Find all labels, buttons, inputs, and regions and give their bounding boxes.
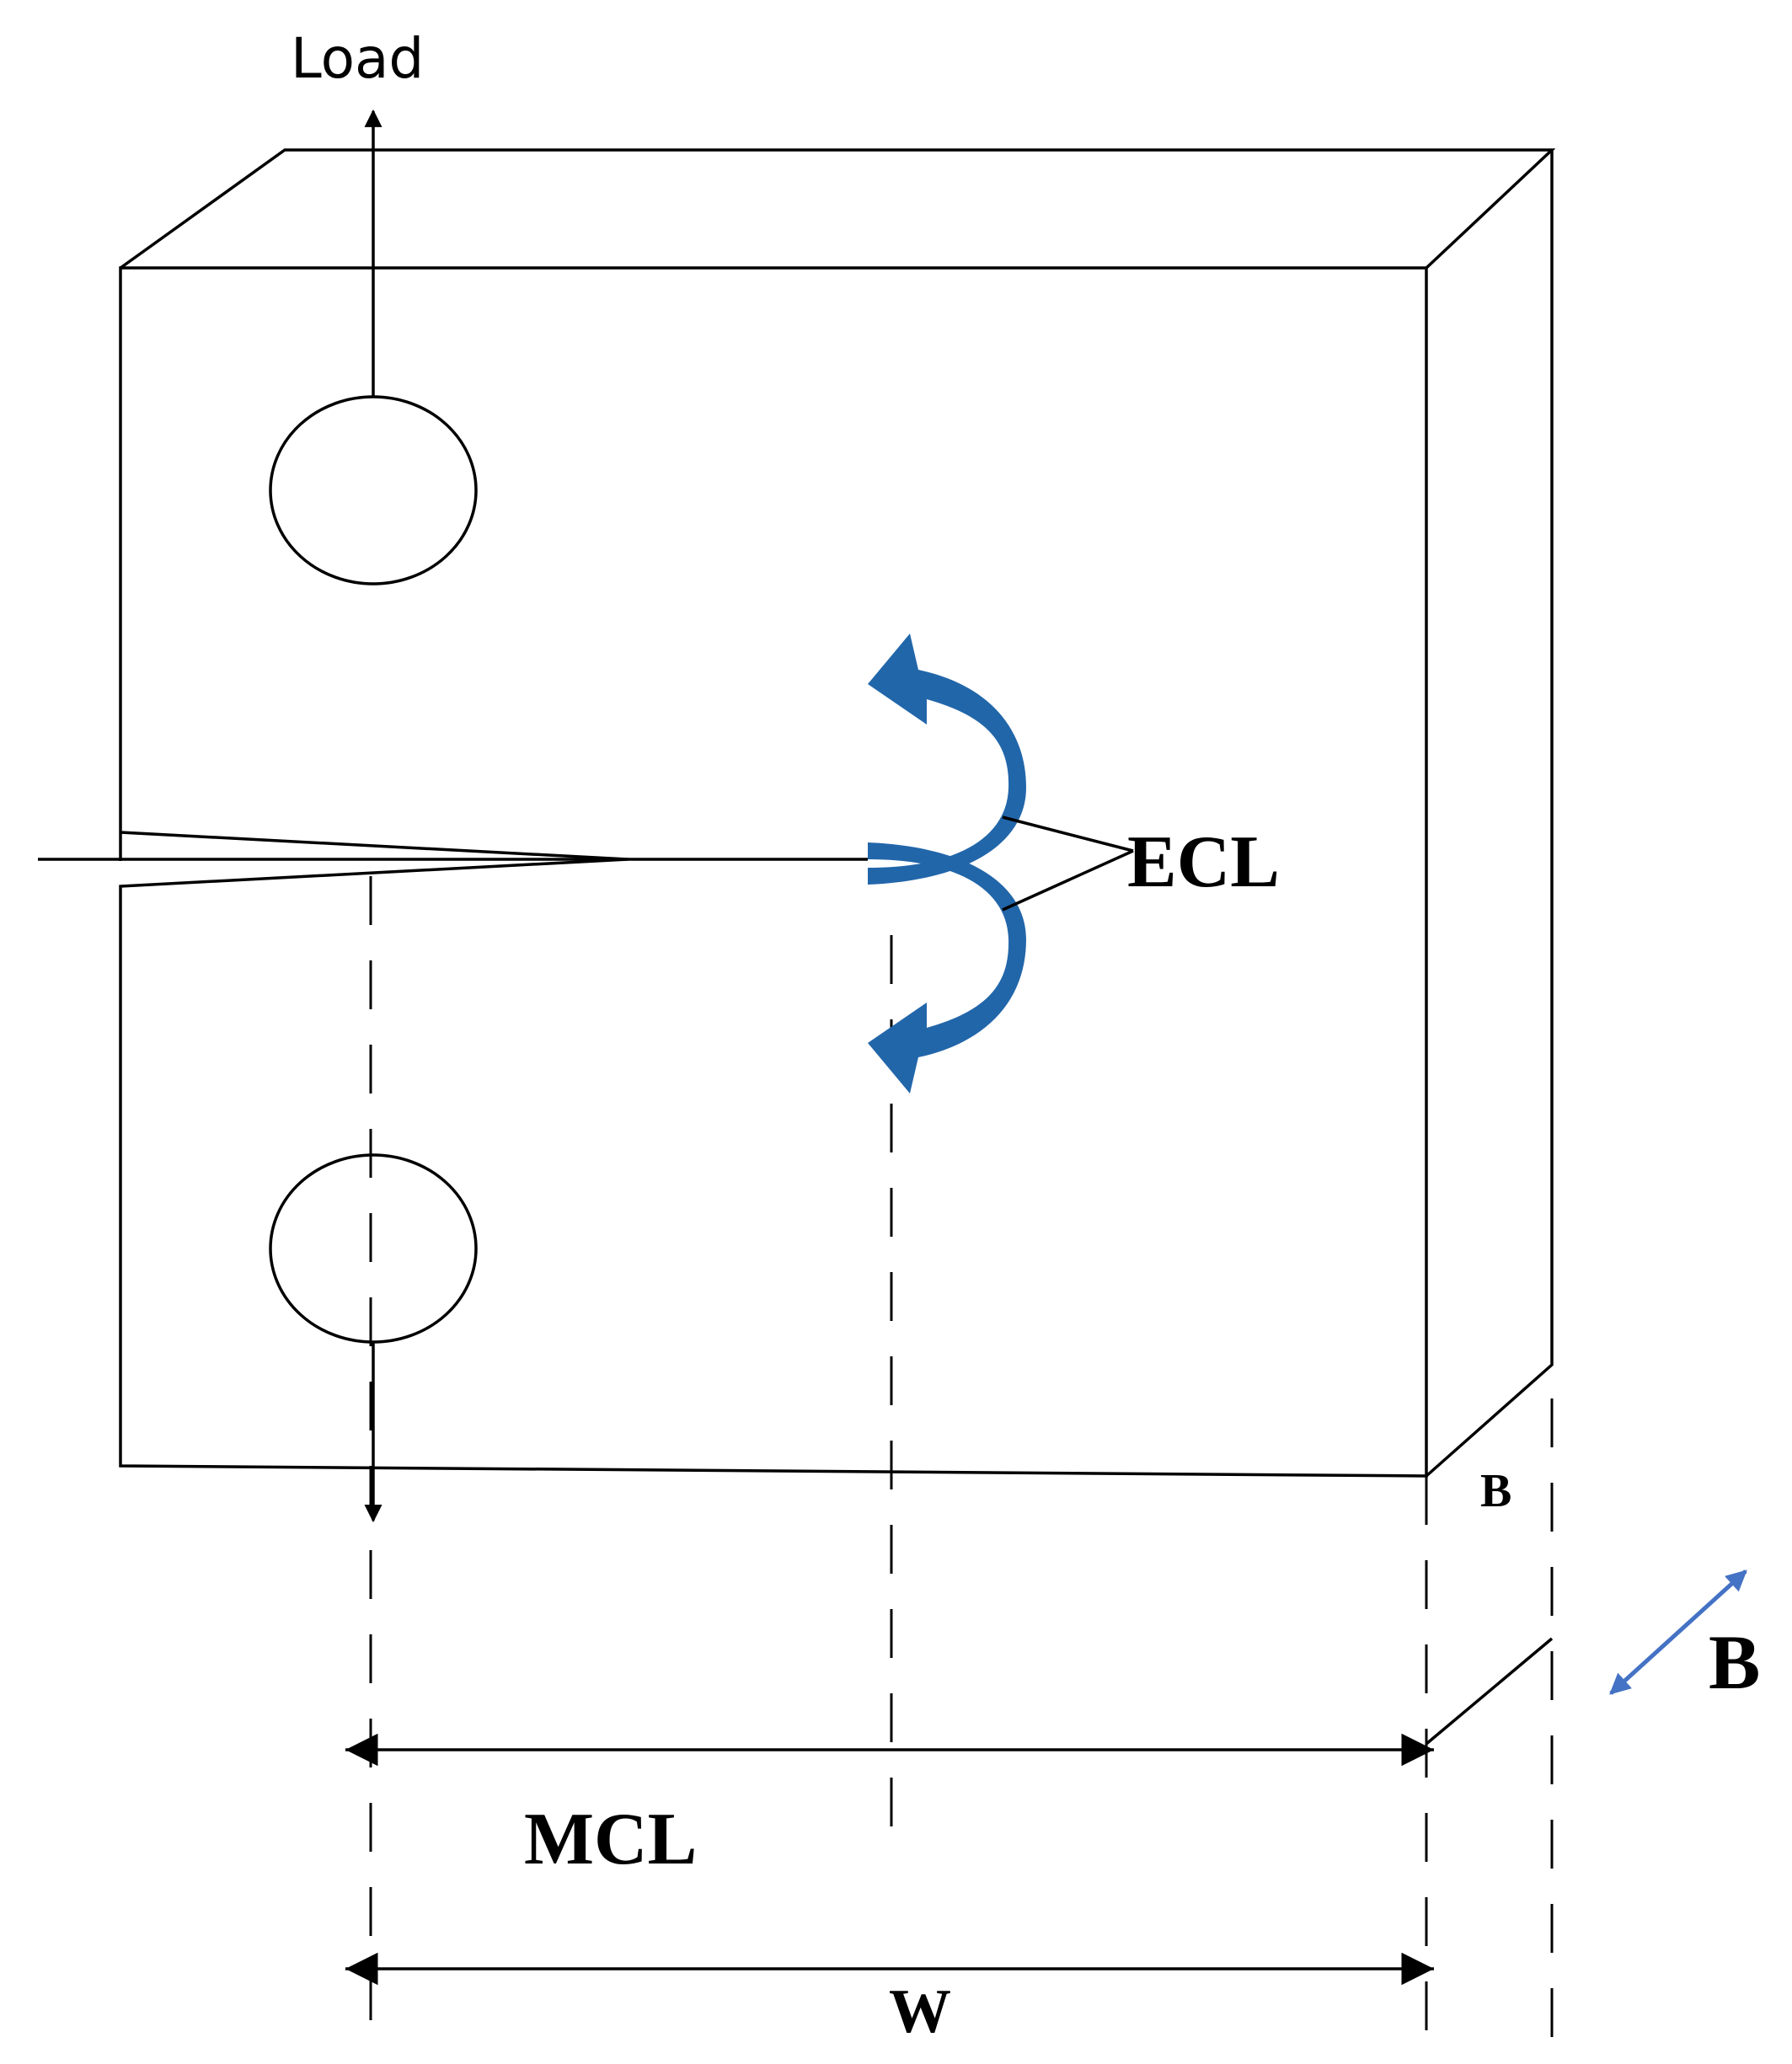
mcl-label: MCL	[524, 1799, 697, 1880]
b-label-small: B	[1480, 1465, 1511, 1517]
front-face-outline	[119, 266, 1428, 1478]
b-thickness-arrow	[1609, 1569, 1747, 1695]
load-label: Load	[291, 26, 424, 91]
ecl-leader-lower	[1002, 849, 1134, 912]
ecl-rotation-arrows	[868, 634, 1026, 1093]
ecl-leader-upper	[1002, 815, 1134, 853]
b-label-large: B	[1709, 1619, 1760, 1705]
thickness-slant-line	[1425, 1637, 1554, 1746]
top-face	[119, 148, 1556, 270]
upper-pin-hole	[269, 395, 478, 586]
ecl-label: ECL	[1127, 821, 1280, 903]
side-face	[1425, 150, 1554, 1478]
specimen-block	[119, 148, 1556, 1478]
lower-pin-hole	[269, 1153, 478, 1344]
w-label: W	[889, 1977, 951, 2046]
ecl-lower-curved-arrow	[868, 842, 1026, 1093]
ecl-upper-curved-arrow	[868, 634, 1026, 885]
